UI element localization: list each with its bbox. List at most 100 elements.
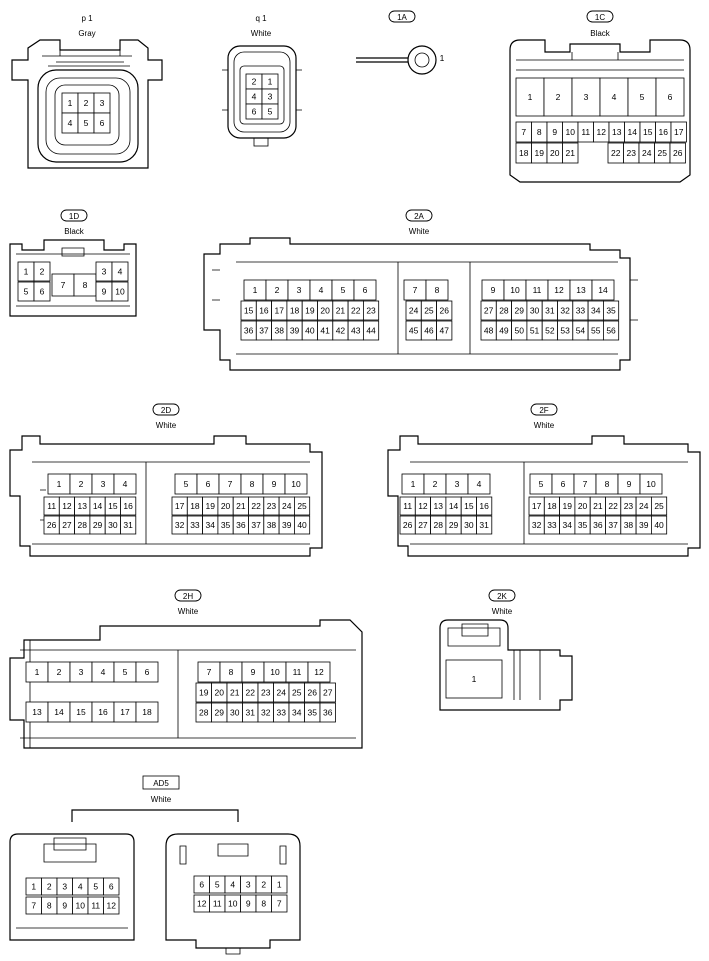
2D-pin-22: 22 — [251, 501, 261, 511]
1D-pin-6: 6 — [40, 287, 45, 297]
2A-pin-6: 6 — [363, 285, 368, 295]
2H-pin-9: 9 — [251, 667, 256, 677]
2A-pin-10: 10 — [510, 285, 520, 295]
AD5-code-box — [142, 775, 180, 790]
2A-pin-43: 43 — [351, 326, 361, 336]
2H-pin-13: 13 — [32, 707, 42, 717]
2A-pin-13: 13 — [576, 285, 586, 295]
1D-pin-4: 4 — [118, 267, 123, 277]
2K-pin-1: 1 — [472, 674, 477, 684]
2D-pin-32: 32 — [175, 520, 185, 530]
2H-pin-27: 27 — [323, 688, 333, 698]
1C-cell-6 — [655, 77, 685, 117]
2A-pin-49: 49 — [499, 326, 509, 336]
2D-pin-9: 9 — [272, 479, 277, 489]
2H-pin-36: 36 — [323, 708, 333, 718]
2F-pin-11: 11 — [403, 501, 412, 511]
2D-pin-28: 28 — [78, 520, 88, 530]
p1-pin-5: 5 — [84, 118, 89, 128]
2F-color: White — [534, 421, 555, 430]
q1-code: q 1 — [255, 14, 267, 23]
AD5-left-pin-8: 8 — [47, 901, 52, 911]
AD5-left-pin-10: 10 — [76, 901, 86, 911]
2A-pin-1: 1 — [253, 285, 258, 295]
2H-pin-6: 6 — [145, 667, 150, 677]
1D-pin-10: 10 — [115, 287, 125, 297]
2H-pin-23: 23 — [261, 688, 271, 698]
2D-pin-23: 23 — [267, 501, 277, 511]
2F-pin-16: 16 — [479, 501, 489, 511]
2F-pin-30: 30 — [464, 520, 474, 530]
2D-pin-4: 4 — [123, 479, 128, 489]
2F-pin-37: 37 — [608, 520, 618, 530]
2F-pin-36: 36 — [593, 520, 603, 530]
1C-pin-2: 2 — [556, 92, 561, 102]
2H-pin-8: 8 — [229, 667, 234, 677]
2D-pin-34: 34 — [206, 520, 216, 530]
2F-pin-3: 3 — [455, 479, 460, 489]
2F-pin-15: 15 — [464, 501, 474, 511]
AD5-left-pin-3: 3 — [62, 882, 67, 892]
1D-cell-2 — [33, 261, 51, 282]
AD5-right-cell-1 — [271, 875, 288, 894]
2A-cell-23 — [362, 300, 380, 321]
2F-pin-13: 13 — [434, 501, 444, 511]
2F-pin-39: 39 — [639, 520, 649, 530]
2F-code-badge — [530, 403, 558, 416]
AD5-code: AD5 — [153, 779, 169, 788]
2H-color: White — [178, 607, 199, 616]
AD5-left-pin-9: 9 — [62, 901, 67, 911]
2H-pin-22: 22 — [246, 688, 256, 698]
2D-pin-3: 3 — [101, 479, 106, 489]
1C-pin-12: 12 — [597, 127, 607, 137]
2D-pin-21: 21 — [236, 501, 246, 511]
2A-pin-7: 7 — [413, 285, 418, 295]
2A-pin-27: 27 — [484, 306, 494, 316]
1D-cell-4 — [111, 261, 129, 282]
2H-pin-20: 20 — [215, 688, 225, 698]
1C-pin-14: 14 — [628, 127, 638, 137]
2A-pin-53: 53 — [560, 326, 570, 336]
AD5-right-pin-7: 7 — [277, 899, 282, 909]
2H-pin-10: 10 — [270, 667, 280, 677]
1D-pin-7: 7 — [61, 280, 66, 290]
2F-pin-14: 14 — [449, 501, 459, 511]
2D-cell-10 — [284, 473, 308, 495]
1C-pin-5: 5 — [640, 92, 645, 102]
2D-pin-2: 2 — [79, 479, 84, 489]
p1-code: p 1 — [81, 14, 93, 23]
2A-cell-44 — [362, 320, 380, 341]
2H-pin-2: 2 — [57, 667, 62, 677]
2A-pin-55: 55 — [591, 326, 601, 336]
2A-pin-51: 51 — [530, 326, 540, 336]
2A-pin-42: 42 — [336, 326, 346, 336]
2A-pin-5: 5 — [341, 285, 346, 295]
2D-pin-26: 26 — [47, 520, 57, 530]
2K-code: 2K — [497, 592, 507, 601]
2D-pin-40: 40 — [297, 520, 307, 530]
2A-pin-33: 33 — [576, 306, 586, 316]
p1-pin-4: 4 — [68, 118, 73, 128]
AD5-right-pin-5: 5 — [215, 880, 220, 890]
2H-pin-14: 14 — [54, 707, 64, 717]
2D-pin-13: 13 — [78, 501, 88, 511]
2F-pin-20: 20 — [578, 501, 588, 511]
2D-pin-14: 14 — [93, 501, 103, 511]
2D-color: White — [156, 421, 177, 430]
1D-pin-2: 2 — [40, 267, 45, 277]
2D-pin-1: 1 — [57, 479, 62, 489]
1D-code: 1D — [69, 212, 79, 221]
1C-cell-21 — [562, 142, 579, 164]
2H-pin-16: 16 — [98, 707, 108, 717]
p1-pin-1: 1 — [68, 98, 73, 108]
2D-pin-37: 37 — [251, 520, 261, 530]
2D-cell-31 — [120, 515, 137, 535]
AD5-right-cell-7 — [271, 894, 288, 913]
